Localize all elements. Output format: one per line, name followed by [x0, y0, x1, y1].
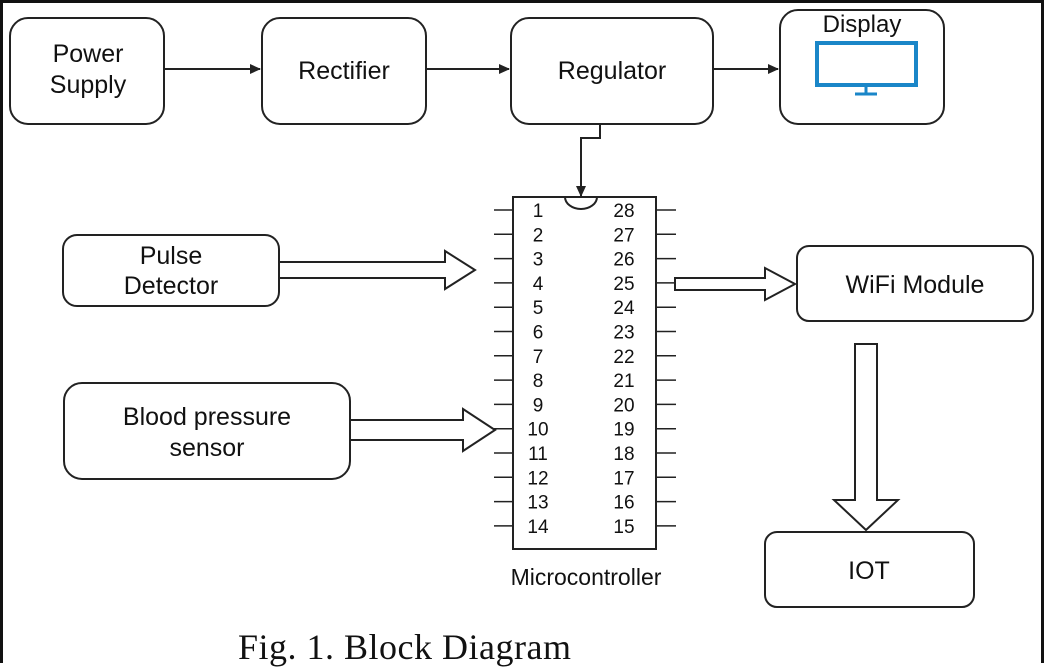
pin-label-3: 3: [533, 250, 544, 271]
iot-block: IOT: [764, 531, 975, 608]
rectifier-label: Rectifier: [298, 57, 390, 85]
pin-label-28: 28: [613, 201, 634, 222]
pin-label-20: 20: [613, 395, 634, 416]
pin-label-2: 2: [533, 225, 544, 246]
power-supply-label-2: Supply: [50, 71, 127, 99]
pulse-detector-block: Pulse Detector: [62, 234, 280, 307]
pulse-detector-label-1: Pulse: [140, 242, 203, 270]
pin-label-7: 7: [533, 347, 544, 368]
pulse-detector-label-2: Detector: [124, 272, 218, 300]
pin-label-24: 24: [613, 298, 635, 319]
regulator-block: Regulator: [510, 17, 714, 125]
pin-label-9: 9: [533, 395, 544, 416]
pin-label-26: 26: [613, 250, 634, 271]
microcontroller-label: Microcontroller: [511, 564, 662, 590]
arrow-microcontroller-to-wifi: [674, 266, 798, 302]
pin-label-16: 16: [613, 493, 634, 514]
arrow-bp-to-microcontroller: [349, 407, 497, 453]
pin-label-5: 5: [533, 298, 544, 319]
pin-label-1: 1: [533, 201, 544, 222]
pin-label-14: 14: [527, 517, 549, 538]
arrow-wifi-to-iot: [831, 343, 901, 532]
arrow-pulse-to-microcontroller: [278, 249, 477, 291]
power-supply-block: Power Supply: [9, 17, 165, 125]
pin-label-27: 27: [613, 225, 634, 246]
pin-label-23: 23: [613, 323, 634, 344]
pin-label-17: 17: [613, 468, 634, 489]
pin-label-4: 4: [533, 274, 544, 295]
arrow-regulator-to-microcontroller: [576, 124, 601, 197]
blood-pressure-block: Blood pressure sensor: [63, 382, 351, 480]
pin-label-8: 8: [533, 371, 544, 392]
pin-label-22: 22: [613, 347, 634, 368]
chip-notch: [564, 196, 598, 210]
blood-pressure-label-1: Blood pressure: [123, 403, 291, 431]
iot-label: IOT: [848, 557, 890, 585]
rectifier-block: Rectifier: [261, 17, 427, 125]
pin-label-10: 10: [527, 420, 548, 441]
monitor-icon: [815, 41, 918, 96]
figure-caption: Fig. 1. Block Diagram: [238, 627, 572, 667]
right-pins: 28 27 26 25 24 23 22 21 20 19 18 17 16 15: [613, 201, 676, 538]
wifi-module-label: WiFi Module: [846, 271, 985, 299]
pin-label-13: 13: [527, 493, 548, 514]
pin-label-11: 11: [528, 444, 548, 465]
pin-label-25: 25: [613, 274, 634, 295]
pin-label-21: 21: [613, 371, 634, 392]
pin-label-19: 19: [613, 420, 634, 441]
display-block: Display: [779, 9, 945, 125]
pin-label-18: 18: [613, 444, 634, 465]
wifi-module-block: WiFi Module: [796, 245, 1034, 322]
display-label: Display: [823, 11, 902, 38]
power-supply-label-1: Power: [53, 40, 124, 68]
pin-label-15: 15: [613, 517, 634, 538]
pin-label-6: 6: [533, 323, 544, 344]
blood-pressure-label-2: sensor: [169, 434, 244, 462]
regulator-label: Regulator: [558, 57, 666, 85]
pin-label-12: 12: [527, 468, 548, 489]
